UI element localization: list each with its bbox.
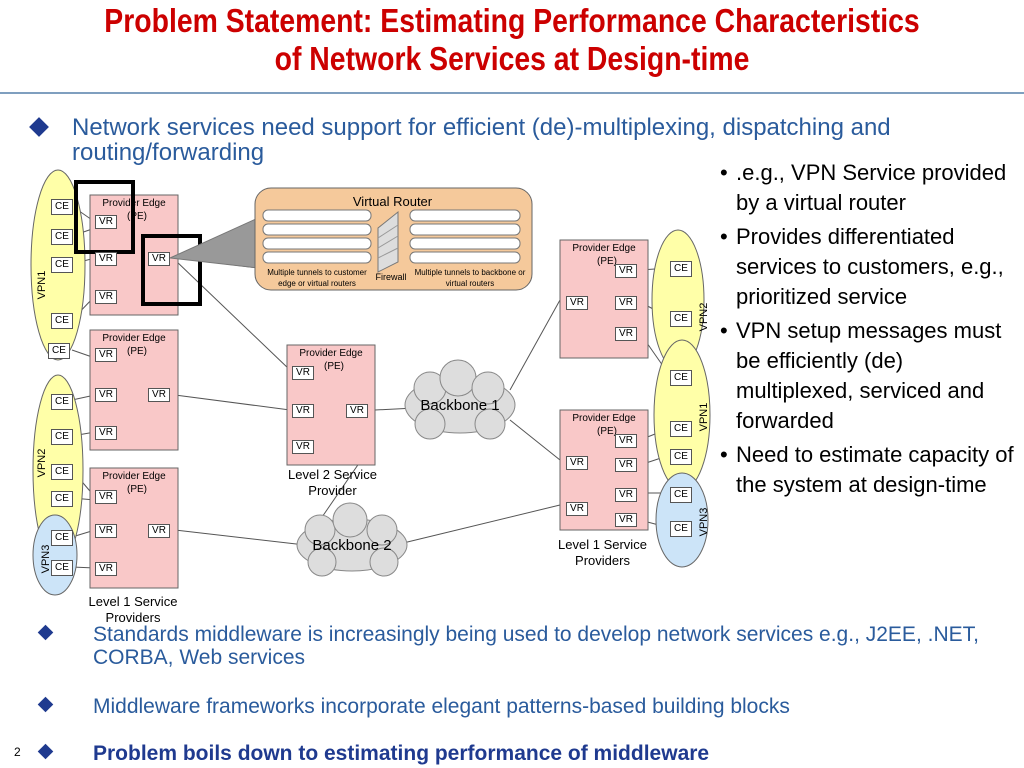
vr-box: VR	[615, 296, 637, 310]
backbone1-label: Backbone 1	[420, 397, 500, 414]
pe-sub-label: (PE)	[597, 426, 617, 437]
vr-box: VR	[148, 252, 170, 266]
vr-box: VR	[566, 456, 588, 470]
callout-wedge	[168, 217, 259, 269]
vr-box: VR	[566, 296, 588, 310]
vpn3-right-label: VPN3	[698, 507, 710, 537]
title-line-1: Problem Statement: Estimating Performanc…	[104, 2, 920, 39]
ce-box: CE	[51, 229, 73, 245]
pe-label: Provider Edge	[102, 198, 166, 209]
pe-sub-label: (PE)	[127, 346, 147, 357]
side-bullet-4: •Need to estimate capacity of the system…	[720, 442, 1014, 497]
firewall-label: Firewall	[375, 272, 407, 282]
vr-box: VR	[292, 366, 314, 380]
pe-label: Provider Edge	[572, 413, 636, 424]
vr-box: VR	[95, 388, 117, 402]
vr-box: VR	[95, 426, 117, 440]
ce-box: CE	[51, 491, 73, 507]
virtual-router-title: Virtual Router	[352, 194, 433, 209]
main-bullet-text: Network services need support for effici…	[72, 114, 891, 166]
ce-box: CE	[670, 261, 692, 277]
ce-box: CE	[670, 521, 692, 537]
vr-box: VR	[95, 524, 117, 538]
pe-sub-label: (PE)	[324, 361, 344, 372]
ce-box: CE	[48, 343, 70, 359]
ce-box: CE	[51, 530, 73, 546]
vr-box: VR	[95, 290, 117, 304]
vr-box: VR	[148, 524, 170, 538]
vpn3-right-region	[655, 472, 709, 568]
vr-box: VR	[566, 502, 588, 516]
pe-label: Provider Edge	[572, 243, 636, 254]
vpn3-left-label: VPN3	[40, 544, 52, 574]
title-rule	[0, 92, 1024, 94]
ce-box: CE	[670, 487, 692, 503]
tunnels-backbone-text: Multiple tunnels to backbone or virtual …	[414, 268, 526, 288]
vr-box: VR	[346, 404, 368, 418]
l1-providers-right-caption: Level 1 Service Providers	[558, 537, 647, 568]
vpn2-left-label: VPN2	[36, 448, 48, 478]
side-bullet-3: •VPN setup messages must be efficiently …	[720, 318, 1002, 433]
vr-box: VR	[95, 562, 117, 576]
vr-box: VR	[615, 264, 637, 278]
ce-box: CE	[670, 370, 692, 386]
pe-sub-label: (PE)	[597, 256, 617, 267]
ce-box: CE	[670, 449, 692, 465]
backbone1-cloud	[404, 359, 516, 440]
l2-provider-caption: Level 2 Service Provider	[288, 467, 377, 498]
vr-box: VR	[148, 388, 170, 402]
ce-box: CE	[51, 394, 73, 410]
ce-box: CE	[51, 560, 73, 576]
ce-box: CE	[670, 311, 692, 327]
ce-box: CE	[51, 199, 73, 215]
vr-box: VR	[615, 488, 637, 502]
ce-box: CE	[51, 257, 73, 273]
vr-box: VR	[292, 440, 314, 454]
side-bullet-2: •Provides differentiated services to cus…	[720, 224, 1004, 309]
side-bullet-1: •.e.g., VPN Service provided by a virtua…	[720, 160, 1007, 215]
pe-label: Provider Edge	[299, 348, 363, 359]
pe-sub-label: (PE)	[127, 484, 147, 495]
vpn1-right-label: VPN1	[698, 402, 710, 432]
backbone2-cloud	[296, 502, 408, 577]
vr-box: VR	[95, 252, 117, 266]
vpn1-left-label: VPN1	[36, 270, 48, 300]
vpn2-right-label: VPN2	[698, 302, 710, 332]
highlight-box-2	[141, 234, 202, 306]
ce-box: CE	[51, 464, 73, 480]
ce-box: CE	[670, 421, 692, 437]
tunnel-tubes	[262, 209, 521, 264]
vr-box: VR	[292, 404, 314, 418]
vr-box: VR	[615, 458, 637, 472]
side-bullets: •.e.g., VPN Service provided by a virtua…	[718, 158, 1018, 504]
vr-box: VR	[615, 434, 637, 448]
pe-label: Provider Edge	[102, 471, 166, 482]
backbone2-label: Backbone 2	[312, 537, 392, 554]
tunnels-customer-text: Multiple tunnels to customer edge or vir…	[267, 268, 367, 288]
pe-sub-label: (PE)	[127, 211, 147, 222]
ce-box: CE	[51, 313, 73, 329]
vr-box: VR	[95, 490, 117, 504]
ce-box: CE	[51, 429, 73, 445]
vr-box: VR	[95, 215, 117, 229]
vr-box: VR	[615, 327, 637, 341]
page-title: Problem Statement: Estimating Performanc…	[72, 2, 953, 78]
pe-label: Provider Edge	[102, 333, 166, 344]
title-line-2: of Network Services at Design-time	[274, 40, 750, 77]
vr-box: VR	[95, 348, 117, 362]
firewall-icon	[377, 210, 399, 273]
vr-box: VR	[615, 513, 637, 527]
page-number: 2	[14, 745, 21, 759]
l1-providers-left-caption: Level 1 Service Providers	[88, 594, 178, 625]
